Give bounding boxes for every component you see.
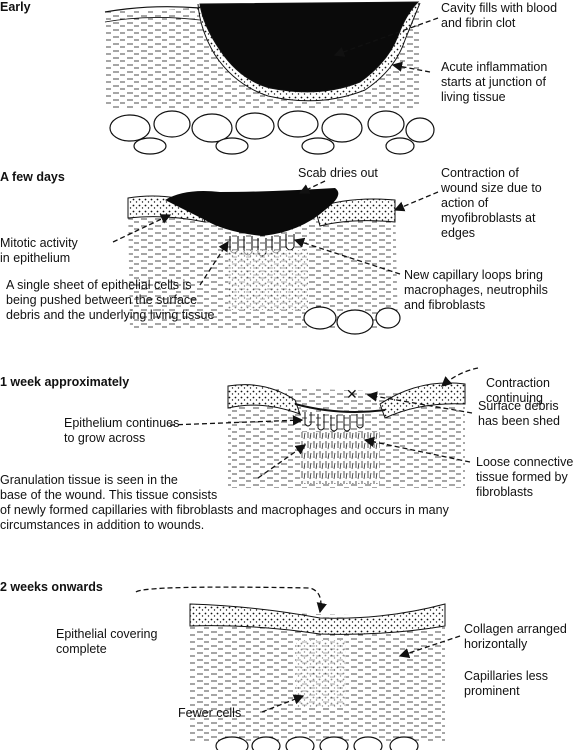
- label-surface-debris: Surface debris has been shed: [478, 399, 561, 428]
- leader-arrows: [112, 17, 479, 713]
- epidermis-left-3: [227, 384, 301, 415]
- label-collagen: Collagen arranged horizontally: [464, 622, 567, 651]
- stage-title-early: Early: [0, 0, 31, 14]
- label-epithelium-grow: Epithelium continues to grow across: [64, 416, 180, 445]
- label-cavity: Cavity fills with blood and fibrin clot: [441, 1, 558, 30]
- debris-mark-icon: ✕: [346, 386, 358, 402]
- granulation: [304, 412, 364, 432]
- stage-title-few-days: A few days: [0, 170, 65, 184]
- two-weeks-tissue: [189, 603, 446, 750]
- scab: [165, 188, 339, 236]
- stage-title-one-week: 1 week approximately: [0, 375, 130, 389]
- label-capillaries-less: Capillaries less prominent: [464, 669, 549, 698]
- label-capillary: New capillary loops bring macrophages, n…: [404, 268, 548, 312]
- stage-title-two-weeks: 2 weeks onwards: [0, 580, 103, 594]
- early-tissue: [104, 1, 435, 155]
- label-mitotic: Mitotic activity in epithelium: [0, 236, 78, 265]
- epidermis-right-3: [379, 382, 466, 419]
- label-contraction-continuing: Contraction continuing: [486, 376, 550, 405]
- blood-clot: [199, 1, 420, 93]
- adipose-cells: [109, 110, 435, 155]
- label-loose-tissue: Loose connective tissue formed by fibrob…: [476, 455, 574, 499]
- label-scab: Scab dries out: [298, 166, 378, 180]
- label-sheet: A single sheet of epithelial cells is be…: [6, 278, 215, 322]
- label-epithelial-covering: Epithelial covering complete: [56, 627, 158, 656]
- few-days-tissue: [127, 188, 401, 335]
- label-fewer-cells: Fewer cells: [178, 706, 242, 720]
- label-inflammation: Acute inflammation starts at junction of…: [441, 60, 548, 104]
- epidermis-4: [189, 603, 446, 635]
- label-contraction: Contraction of wound size due to action …: [441, 166, 542, 240]
- adipose-cells-2: [303, 306, 401, 335]
- label-granulation: Granulation tissue is seen in the base o…: [0, 473, 449, 532]
- adipose-cells-4: [215, 736, 419, 750]
